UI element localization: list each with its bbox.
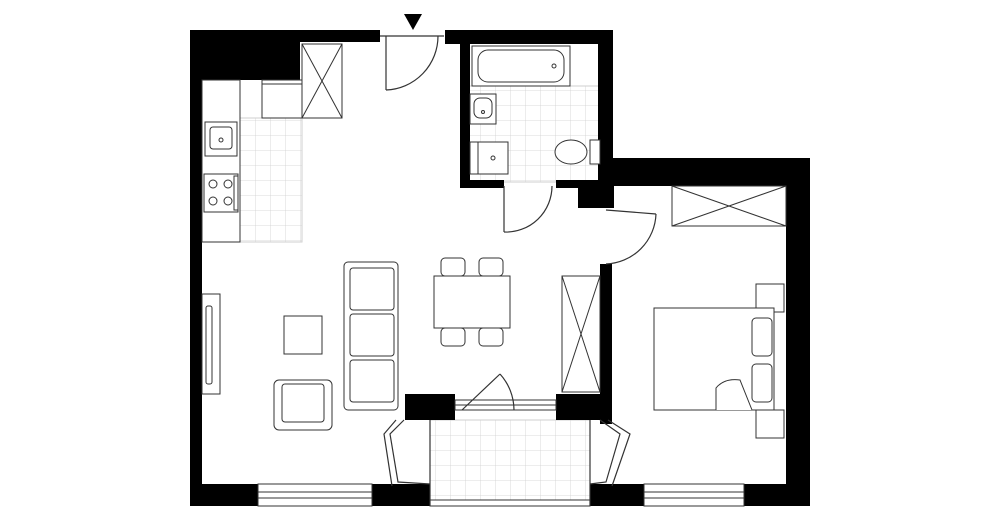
living-furniture	[273, 257, 601, 431]
kitchen	[201, 43, 343, 243]
bedroom-door[interactable]	[605, 209, 657, 265]
wall-left-corner-block	[190, 30, 300, 80]
tiled-floors	[239, 85, 601, 503]
wall-bottom-mid	[372, 484, 430, 506]
armchair	[273, 379, 333, 431]
wall-bedroom-top	[598, 158, 810, 186]
washing-machine	[469, 141, 509, 175]
entrance-door[interactable]	[380, 35, 444, 91]
wall-bath-bottom-left	[460, 180, 504, 188]
window-bottom-right	[643, 483, 745, 507]
wall-bath-right	[598, 30, 613, 160]
sofa	[343, 261, 399, 411]
balcony-floor-tiles	[429, 419, 591, 503]
toilet	[554, 139, 601, 165]
balcony	[383, 419, 631, 506]
windows	[257, 399, 745, 507]
wall-balcony-right	[556, 394, 612, 420]
window-bottom-left	[257, 483, 373, 507]
radiator	[201, 293, 221, 395]
double-bed	[653, 307, 775, 411]
wall-bedroom-right	[786, 158, 810, 506]
entrance-arrow	[404, 14, 422, 30]
kitchen-counter	[201, 79, 241, 243]
window-balcony-bottom	[429, 499, 591, 507]
wardrobe	[561, 275, 601, 393]
balcony-door[interactable]	[461, 373, 515, 411]
bedroom	[653, 185, 787, 439]
dining-table	[433, 275, 511, 329]
dining-chairs	[440, 257, 504, 347]
bathroom-door[interactable]	[503, 185, 553, 233]
wall-bottom-left	[190, 484, 258, 506]
walls	[190, 30, 810, 506]
wall-bath-left	[460, 30, 470, 186]
bathroom	[469, 45, 601, 175]
stove	[203, 173, 239, 213]
kitchen-floor-tiles	[239, 117, 303, 243]
kitchen-upper-counter	[261, 79, 303, 119]
wall-partition	[600, 264, 612, 424]
wall-bottom-right-left	[590, 484, 644, 506]
bathtub	[471, 45, 571, 87]
bedroom-cabinet	[671, 185, 787, 227]
wall-left	[190, 30, 202, 506]
wall-top-bath	[445, 30, 613, 44]
washbasin	[469, 93, 497, 125]
coffee-table	[283, 315, 323, 355]
wall-balcony-left	[405, 394, 455, 420]
